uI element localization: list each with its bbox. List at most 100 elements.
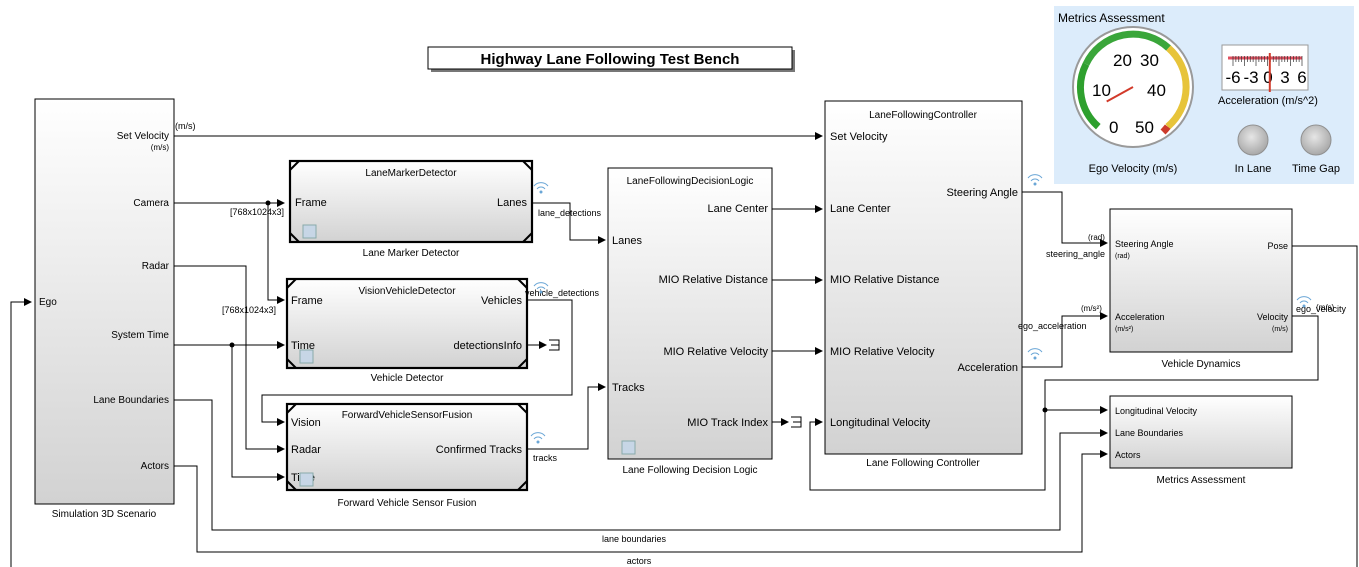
lane-detections-label: lane_detections [538, 208, 602, 218]
port-velocity: Velocity [1257, 312, 1289, 322]
port-steering-angle: Steering Angle [946, 187, 1018, 199]
simulation-3d-scenario-block[interactable]: Ego Set Velocity (m/s) Camera Radar Syst… [34, 98, 175, 505]
port-steering-angle: Steering Angle [1115, 239, 1174, 249]
ego-velocity-label: ego_velocity [1296, 304, 1347, 314]
wire-radar[interactable] [174, 265, 285, 453]
port-set-velocity-unit: (m/s) [151, 143, 170, 152]
wire-ego[interactable] [10, 298, 32, 567]
gauge-tick-40: 40 [1147, 81, 1166, 100]
port-mio-relative-velocity: MIO Relative Velocity [663, 346, 768, 358]
wire-camera-vehicle-frame[interactable] [267, 203, 285, 304]
wire-pose[interactable] [1292, 245, 1358, 567]
port-system-time: System Time [111, 330, 169, 341]
port-mio-relative-distance: MIO Relative Distance [659, 274, 768, 286]
model-reference-icon [299, 349, 314, 364]
sensor-fusion-block[interactable]: ForwardVehicleSensorFusion Vision Radar … [285, 402, 529, 492]
gauge-label: Ego Velocity (m/s) [1089, 163, 1178, 175]
wire-actors[interactable] [174, 450, 1108, 553]
lane-marker-block-name: Lane Marker Detector [363, 248, 460, 259]
controller-block-name: Lane Following Controller [866, 458, 980, 469]
gauge-yellow-band [1165, 45, 1190, 130]
port-steering-unit: (rad) [1115, 253, 1130, 260]
gauge-tick-0: 0 [1109, 118, 1118, 137]
logging-icon [1027, 174, 1043, 186]
subsystem-corners [286, 278, 528, 369]
wire-ego-velocity-metrics[interactable] [1044, 315, 1319, 414]
model-reference-icon [302, 224, 317, 239]
rad-label: (rad) [1088, 233, 1105, 242]
branch-point-camera [265, 200, 271, 206]
metrics-dashboard: Metrics Assessment 0 10 20 30 40 50 Ego … [1054, 6, 1354, 184]
acceleration-slider-gauge[interactable]: -6 -3 0 3 6 [1221, 44, 1309, 92]
port-vehicles: Vehicles [481, 295, 522, 307]
camera-dimension-label: [768x1024x3] [222, 305, 276, 315]
accel-label: Acceleration (m/s^2) [1218, 95, 1318, 107]
controller-inner-name: LaneFollowingController [869, 110, 978, 121]
port-time: Time [291, 340, 315, 352]
gauge-tick-20: 20 [1113, 51, 1132, 70]
wire-ego-velocity-controller[interactable] [809, 410, 1046, 491]
steering-angle-label: steering_angle [1046, 249, 1105, 259]
accel-tick-6: 6 [1297, 68, 1306, 87]
metrics-block-name: Metrics Assessment [1157, 475, 1246, 486]
port-lane-boundaries: Lane Boundaries [1115, 428, 1184, 438]
vehicle-detections-label: vehicle_detections [525, 288, 600, 298]
port-frame: Frame [295, 197, 327, 209]
gauge-tick-30: 30 [1140, 51, 1159, 70]
port-set-velocity: Set Velocity [830, 131, 888, 143]
velocity-unit-label: (m/s) [1316, 303, 1335, 312]
signal-logging-icons [530, 174, 1312, 444]
decision-logic-block[interactable]: LaneFollowingDecisionLogic Lanes Tracks … [607, 167, 773, 460]
port-acceleration: Acceleration [957, 362, 1018, 374]
wire-steering-angle[interactable] [1022, 191, 1108, 247]
accel-gauge-frame [1221, 44, 1309, 91]
port-detections-info: detectionsInfo [454, 340, 523, 352]
wire-vehicle-detections[interactable] [261, 299, 573, 426]
fusion-inner-name: ForwardVehicleSensorFusion [342, 410, 473, 421]
logging-icon [1027, 348, 1043, 360]
scenario-block-name: Simulation 3D Scenario [52, 509, 157, 520]
port-lane-boundaries: Lane Boundaries [93, 395, 169, 406]
diagram-title: Highway Lane Following Test Bench [481, 51, 740, 68]
port-longitudinal-velocity: Longitudinal Velocity [830, 417, 931, 429]
wire-lane-boundaries[interactable] [174, 399, 1108, 531]
set-velocity-unit-label: (m/s) [175, 121, 196, 131]
wire-system-time-fusion[interactable] [231, 345, 285, 481]
port-tracks: Tracks [612, 382, 645, 394]
gauge-tick-10: 10 [1092, 81, 1111, 100]
port-radar: Radar [142, 261, 170, 272]
title-annotation[interactable]: Highway Lane Following Test Bench [427, 46, 795, 72]
vehicle-dynamics-block[interactable]: Steering Angle (rad) Acceleration (m/s²)… [1109, 208, 1293, 353]
tracks-label: tracks [533, 453, 558, 463]
port-camera: Camera [133, 198, 169, 209]
wire-tracks[interactable] [527, 383, 606, 450]
port-mio-relative-distance: MIO Relative Distance [830, 274, 939, 286]
port-vision: Vision [291, 417, 321, 429]
vehicle-detector-block[interactable]: VisionVehicleDetector Frame Time Vehicle… [285, 277, 529, 370]
subsystem-corners [286, 403, 528, 491]
time-gap-lamp[interactable] [1300, 124, 1332, 156]
ego-velocity-gauge[interactable]: 0 10 20 30 40 50 [1072, 26, 1194, 148]
port-longitudinal-velocity: Longitudinal Velocity [1115, 406, 1198, 416]
port-confirmed-tracks: Confirmed Tracks [436, 444, 523, 456]
metrics-assessment-block[interactable]: Longitudinal Velocity Lane Boundaries Ac… [1109, 395, 1293, 469]
signal-lines [10, 132, 1358, 567]
wire-ego-acceleration[interactable] [1022, 312, 1108, 368]
wire-lane-detections[interactable] [532, 202, 606, 244]
decision-inner-name: LaneFollowingDecisionLogic [627, 176, 754, 187]
lane-boundaries-label: lane boundaries [602, 534, 667, 544]
accel-tick--3: -3 [1243, 68, 1258, 87]
port-set-velocity: Set Velocity [117, 131, 169, 142]
port-acceleration: Acceleration [1115, 312, 1165, 322]
in-lane-lamp[interactable] [1237, 124, 1269, 156]
port-lane-center: Lane Center [707, 203, 768, 215]
in-lane-label: In Lane [1235, 163, 1272, 175]
logging-icon [1296, 296, 1312, 308]
branch-point-velocity [1042, 407, 1048, 413]
lane-marker-detector-block[interactable]: LaneMarkerDetector Frame Lanes [288, 159, 534, 244]
decision-block-name: Lane Following Decision Logic [622, 465, 757, 476]
accel-tick-0: 0 [1263, 68, 1272, 87]
lane-following-controller-block[interactable]: LaneFollowingController Set Velocity Lan… [824, 100, 1023, 455]
port-acceleration-unit: (m/s²) [1115, 326, 1133, 333]
logging-icon [533, 282, 549, 294]
